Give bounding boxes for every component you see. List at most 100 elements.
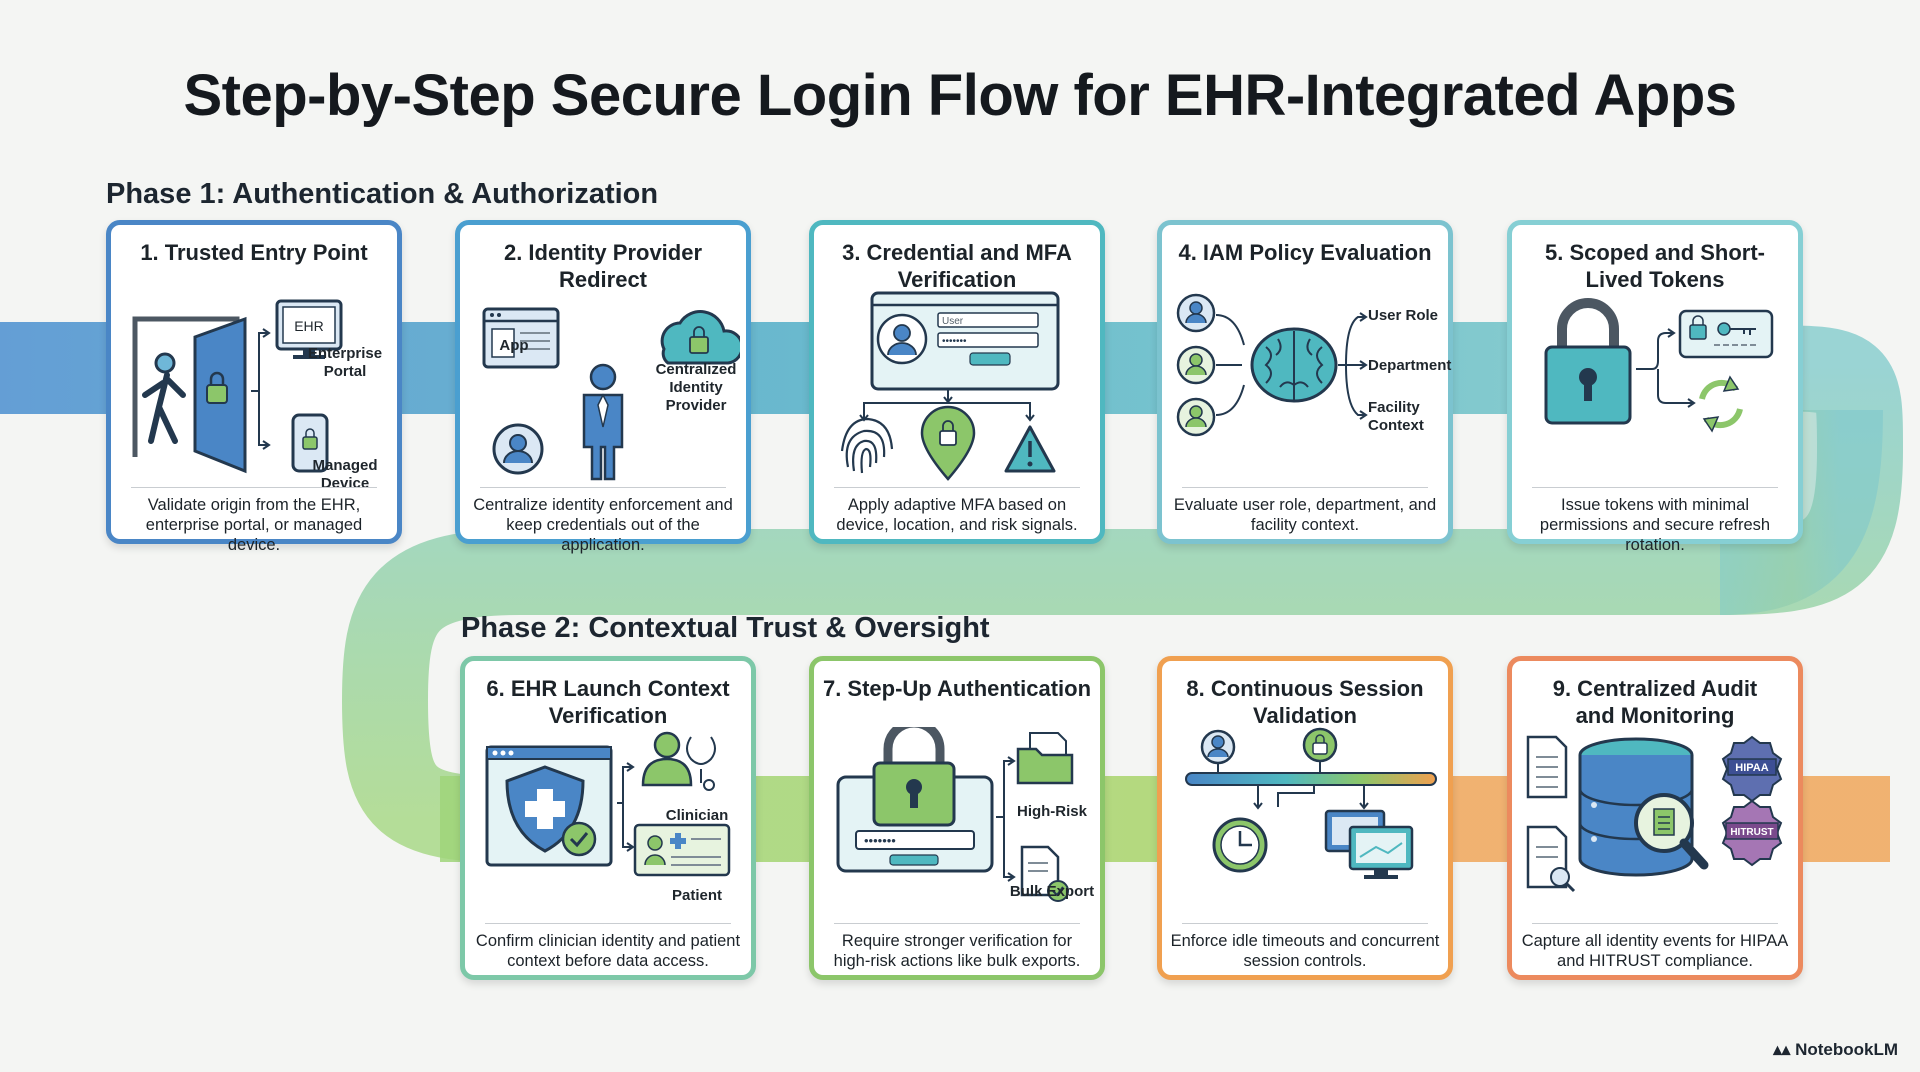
patient-label: Patient xyxy=(671,887,722,904)
monitors-icon xyxy=(1324,809,1414,879)
card-divider xyxy=(1182,487,1428,488)
user-icon xyxy=(1176,397,1216,437)
clinician-label: Clinician xyxy=(665,807,729,824)
enterprise-portal-label: Enterprise Portal xyxy=(307,345,383,380)
step-card-6: 6. EHR Launch Context Verification xyxy=(460,656,756,980)
high-risk-label: High-Risk xyxy=(1016,803,1087,820)
document-icon xyxy=(1526,825,1576,893)
brand-logo: ▴▴ NotebookLM xyxy=(1773,1040,1898,1060)
step-title: 7. Step-Up Authentication xyxy=(822,676,1092,701)
person-walking-icon xyxy=(142,352,186,444)
token-illustration xyxy=(1544,298,1774,433)
step-title: 6. EHR Launch Context Verification xyxy=(486,676,730,728)
step-card-8: 8. Continuous Session Validation xyxy=(1157,656,1453,980)
phone-icon xyxy=(291,413,329,473)
padlock-icon xyxy=(1544,298,1632,425)
folder-icon xyxy=(1016,732,1074,785)
user-icon xyxy=(1200,729,1236,765)
card-divider xyxy=(1532,923,1778,924)
step-title: 3. Credential and MFA Verification xyxy=(842,240,1072,292)
step-card-2: 2. Identity Provider Redirect App Cent xyxy=(455,220,751,554)
iam-policy-illustration xyxy=(1176,293,1368,437)
step-description: Issue tokens with minimal permissions an… xyxy=(1539,496,1771,554)
ehr-label: EHR xyxy=(294,318,324,334)
card-divider xyxy=(131,487,377,488)
step-description: Validate origin from the EHR, enterprise… xyxy=(145,496,363,554)
step-title: 9. Centralized Audit and Monitoring xyxy=(1552,676,1758,728)
clock-icon xyxy=(1212,817,1268,873)
card-divider xyxy=(834,923,1080,924)
step-title: 4. IAM Policy Evaluation xyxy=(1178,240,1432,265)
card-divider xyxy=(834,487,1080,488)
login-window-icon: User ••••••• xyxy=(870,291,1060,391)
phase-2-heading: Phase 2: Contextual Trust & Oversight xyxy=(461,612,990,644)
hitrust-label: HITRUST xyxy=(1730,827,1773,838)
idp-redirect-illustration xyxy=(482,307,740,481)
step-card-5: 5. Scoped and Short-Lived Tokens Issue t… xyxy=(1507,220,1803,554)
facility-context-label: Facility Context xyxy=(1368,399,1424,434)
step-description: Capture all identity events for HIPAA an… xyxy=(1521,932,1789,970)
hipaa-label: HIPAA xyxy=(1735,762,1768,774)
lock-icon xyxy=(206,371,228,404)
step-description: Centralize identity enforcement and keep… xyxy=(473,496,733,554)
step-description: Apply adaptive MFA based on device, loca… xyxy=(836,496,1078,534)
step-description: Enforce idle timeouts and concurrent ses… xyxy=(1170,932,1440,970)
notebook-icon: ▴▴ xyxy=(1773,1040,1796,1059)
brand-name: NotebookLM xyxy=(1795,1040,1898,1059)
step-card-1: 1. Trusted Entry Point EHR Enterpri xyxy=(106,220,402,554)
padlock-icon: ••••••• xyxy=(836,727,994,873)
badge-icon: HITRUST xyxy=(1721,799,1783,867)
browser-icon xyxy=(482,307,560,369)
step-card-9: 9. Centralized Audit and Monitoring xyxy=(1507,656,1803,980)
user-icon xyxy=(1176,345,1216,385)
token-card-icon xyxy=(1678,309,1774,359)
session-validation-illustration xyxy=(1185,727,1437,879)
step-card-4: 4. IAM Policy Evaluation User Role Depar… xyxy=(1157,220,1453,544)
launch-context-illustration xyxy=(485,731,731,877)
step-up-illustration: ••••••• xyxy=(836,727,1074,902)
document-icon xyxy=(1526,735,1568,799)
step-card-7: 7. Step-Up Authentication ••••••• High-R… xyxy=(809,656,1105,980)
mfa-illustration: User ••••••• xyxy=(840,291,1060,481)
user-role-label: User Role xyxy=(1368,307,1439,324)
trusted-entry-illustration: EHR xyxy=(132,299,343,474)
cloud-lock-icon xyxy=(660,310,740,365)
card-divider xyxy=(1532,487,1778,488)
phase-1-heading: Phase 1: Authentication & Authorization xyxy=(106,178,659,210)
password-field: ••••••• xyxy=(942,336,967,347)
location-lock-icon xyxy=(920,405,976,481)
audit-illustration: HIPAA HITRUST xyxy=(1526,735,1783,893)
step-description: Require stronger verification for high-r… xyxy=(833,932,1081,970)
door-icon xyxy=(132,316,247,474)
idp-label: Centralized Identity Provider xyxy=(655,361,737,414)
step-description: Evaluate user role, department, and faci… xyxy=(1173,496,1437,534)
step-description: Confirm clinician identity and patient c… xyxy=(475,932,741,970)
user-avatar-icon xyxy=(492,423,544,475)
card-divider xyxy=(480,487,726,488)
lock-icon xyxy=(1302,727,1338,763)
card-divider xyxy=(485,923,731,924)
step-title: 8. Continuous Session Validation xyxy=(1186,676,1424,728)
businessman-icon xyxy=(582,363,624,481)
badge-icon: HIPAA xyxy=(1721,735,1783,803)
bulk-export-label: Bulk Export xyxy=(1009,883,1095,900)
fingerprint-icon xyxy=(840,417,894,474)
magnifier-icon xyxy=(1634,793,1709,870)
step-title: 2. Identity Provider Redirect xyxy=(503,240,703,292)
page-title: Step-by-Step Secure Login Flow for EHR-I… xyxy=(183,63,1737,128)
patient-card-icon xyxy=(633,823,731,877)
shield-cross-icon xyxy=(485,745,613,867)
step-card-3: 3. Credential and MFA Verification User … xyxy=(809,220,1105,544)
app-label: App xyxy=(499,337,529,354)
brain-icon xyxy=(1250,327,1338,403)
document-check-icon xyxy=(1020,845,1069,902)
department-label: Department xyxy=(1368,357,1452,374)
user-icon xyxy=(1176,293,1216,333)
user-field: User xyxy=(942,316,964,327)
step-title: 5. Scoped and Short-Lived Tokens xyxy=(1544,240,1766,292)
card-divider xyxy=(1182,923,1428,924)
warning-icon xyxy=(1004,425,1056,473)
svg-text:•••••••: ••••••• xyxy=(864,833,896,848)
clinician-icon xyxy=(641,731,716,791)
step-title: 1. Trusted Entry Point xyxy=(140,240,368,265)
